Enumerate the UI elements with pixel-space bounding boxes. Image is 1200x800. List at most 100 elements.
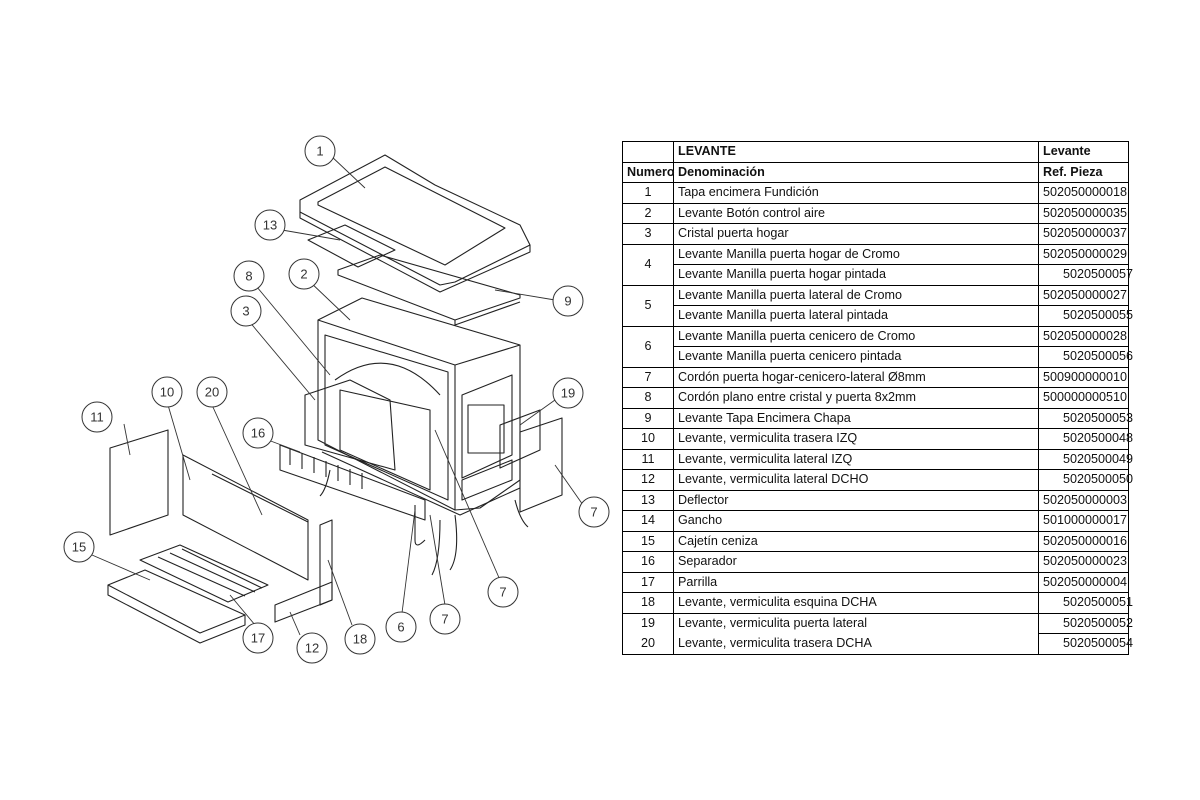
row-numero: 18 (622, 592, 674, 614)
svg-text:7: 7 (441, 612, 448, 627)
header-ref-pieza: Ref. Pieza (1038, 161, 1129, 183)
header-model-ref: Levante (1038, 141, 1129, 163)
row-ref: 5020500052 (1038, 612, 1133, 634)
row-denominacion: Levante, vermiculita trasera IZQ (673, 428, 1039, 450)
row-ref: 502050000027 (1038, 284, 1129, 306)
row-denominacion: Deflector (673, 489, 1039, 511)
svg-text:13: 13 (263, 218, 277, 233)
row-ref-alt: 5020500055 (1038, 305, 1133, 327)
row-numero: 15 (622, 530, 674, 552)
row-denominacion: Cordón plano entre cristal y puerta 8x2m… (673, 387, 1039, 409)
parts-table: LEVANTE Levante Numero Denominación Ref.… (622, 141, 1133, 655)
top-cover-part (299, 154, 531, 293)
callout-18: 18 (344, 623, 376, 655)
svg-text:9: 9 (564, 294, 571, 309)
vermiculite-rear-right-part (211, 473, 309, 523)
callout-15: 15 (63, 531, 95, 563)
callout-7-right: 7 (578, 496, 610, 528)
row-denominacion: Levante, vermiculita puerta lateral (673, 612, 1039, 634)
row-numero: 4 (622, 243, 674, 286)
row-ref: 502050000029 (1038, 243, 1129, 265)
callout-13: 13 (254, 209, 286, 241)
header-model-name: LEVANTE (673, 141, 1039, 163)
row-denominacion-alt: Levante Manilla puerta cenicero pintada (673, 346, 1039, 368)
row-denominacion: Levante Botón control aire (673, 202, 1039, 224)
row-denominacion: Levante Manilla puerta hogar de Cromo (673, 243, 1039, 265)
callout-12: 12 (296, 632, 328, 664)
svg-text:10: 10 (160, 385, 174, 400)
row-ref: 502050000035 (1038, 202, 1129, 224)
row-ref: 5020500051 (1038, 592, 1133, 614)
row-denominacion: Levante Manilla puerta cenicero de Cromo (673, 325, 1039, 347)
row-denominacion: Cordón puerta hogar-cenicero-lateral Ø8m… (673, 366, 1039, 388)
row-ref: 500000000510 (1038, 387, 1129, 409)
row-ref: 5020500053 (1038, 407, 1133, 429)
svg-text:2: 2 (300, 267, 307, 282)
row-denominacion: Separador (673, 551, 1039, 573)
callout-2: 2 (288, 258, 320, 290)
callout-11: 11 (81, 401, 113, 433)
row-ref: 5020500049 (1038, 448, 1133, 470)
row-ref: 501000000017 (1038, 510, 1129, 532)
header-denominacion: Denominación (673, 161, 1039, 183)
row-ref: 502050000028 (1038, 325, 1129, 347)
callout-19: 19 (552, 377, 584, 409)
table-header-row: LEVANTE Levante (622, 141, 1129, 163)
callout-7-bottom: 7 (429, 603, 461, 635)
row-numero: 20 (622, 633, 674, 655)
row-numero: 10 (622, 428, 674, 450)
svg-text:8: 8 (245, 269, 252, 284)
row-denominacion-alt: Levante Manilla puerta lateral pintada (673, 305, 1039, 327)
row-denominacion: Gancho (673, 510, 1039, 532)
separator-part (279, 444, 426, 521)
row-numero: 3 (622, 223, 674, 245)
ash-tray-part (107, 569, 246, 644)
callout-16: 16 (242, 417, 274, 449)
row-ref: 502050000016 (1038, 530, 1129, 552)
callout-9: 9 (552, 285, 584, 317)
row-numero: 7 (622, 366, 674, 388)
vermiculite-side-right-part (274, 581, 333, 623)
side-door-part (499, 409, 563, 513)
deflector-part (307, 224, 396, 268)
header-numero-empty (622, 141, 674, 163)
row-denominacion: Levante, vermiculita lateral IZQ (673, 448, 1039, 470)
exploded-stove-diagram: 1 13 2 8 3 9 19 10 20 11 16 7 15 17 12 1… (63, 135, 610, 664)
steel-top-plate-part (337, 254, 521, 326)
table-header-row: Numero Denominación Ref. Pieza (622, 161, 1129, 183)
vermiculite-side-left-part (109, 429, 169, 536)
svg-text:18: 18 (353, 632, 367, 647)
row-ref-alt: 5020500057 (1038, 264, 1133, 286)
row-numero: 8 (622, 387, 674, 409)
svg-text:1: 1 (316, 144, 323, 159)
row-denominacion: Cajetín ceniza (673, 530, 1039, 552)
row-ref: 502050000004 (1038, 571, 1129, 593)
row-ref: 5020500054 (1038, 633, 1133, 655)
row-ref: 502050000003 (1038, 489, 1129, 511)
row-denominacion: Levante Manilla puerta lateral de Cromo (673, 284, 1039, 306)
row-ref: 502050000018 (1038, 182, 1129, 204)
stove-body-part (317, 297, 529, 576)
vermiculite-rear-panel-part (182, 454, 309, 581)
row-ref: 500900000010 (1038, 366, 1129, 388)
row-numero: 9 (622, 407, 674, 429)
stove-parts-drawing (107, 154, 563, 644)
row-numero: 19 (622, 612, 674, 634)
row-numero: 16 (622, 551, 674, 573)
row-numero: 11 (622, 448, 674, 470)
row-numero: 17 (622, 571, 674, 593)
